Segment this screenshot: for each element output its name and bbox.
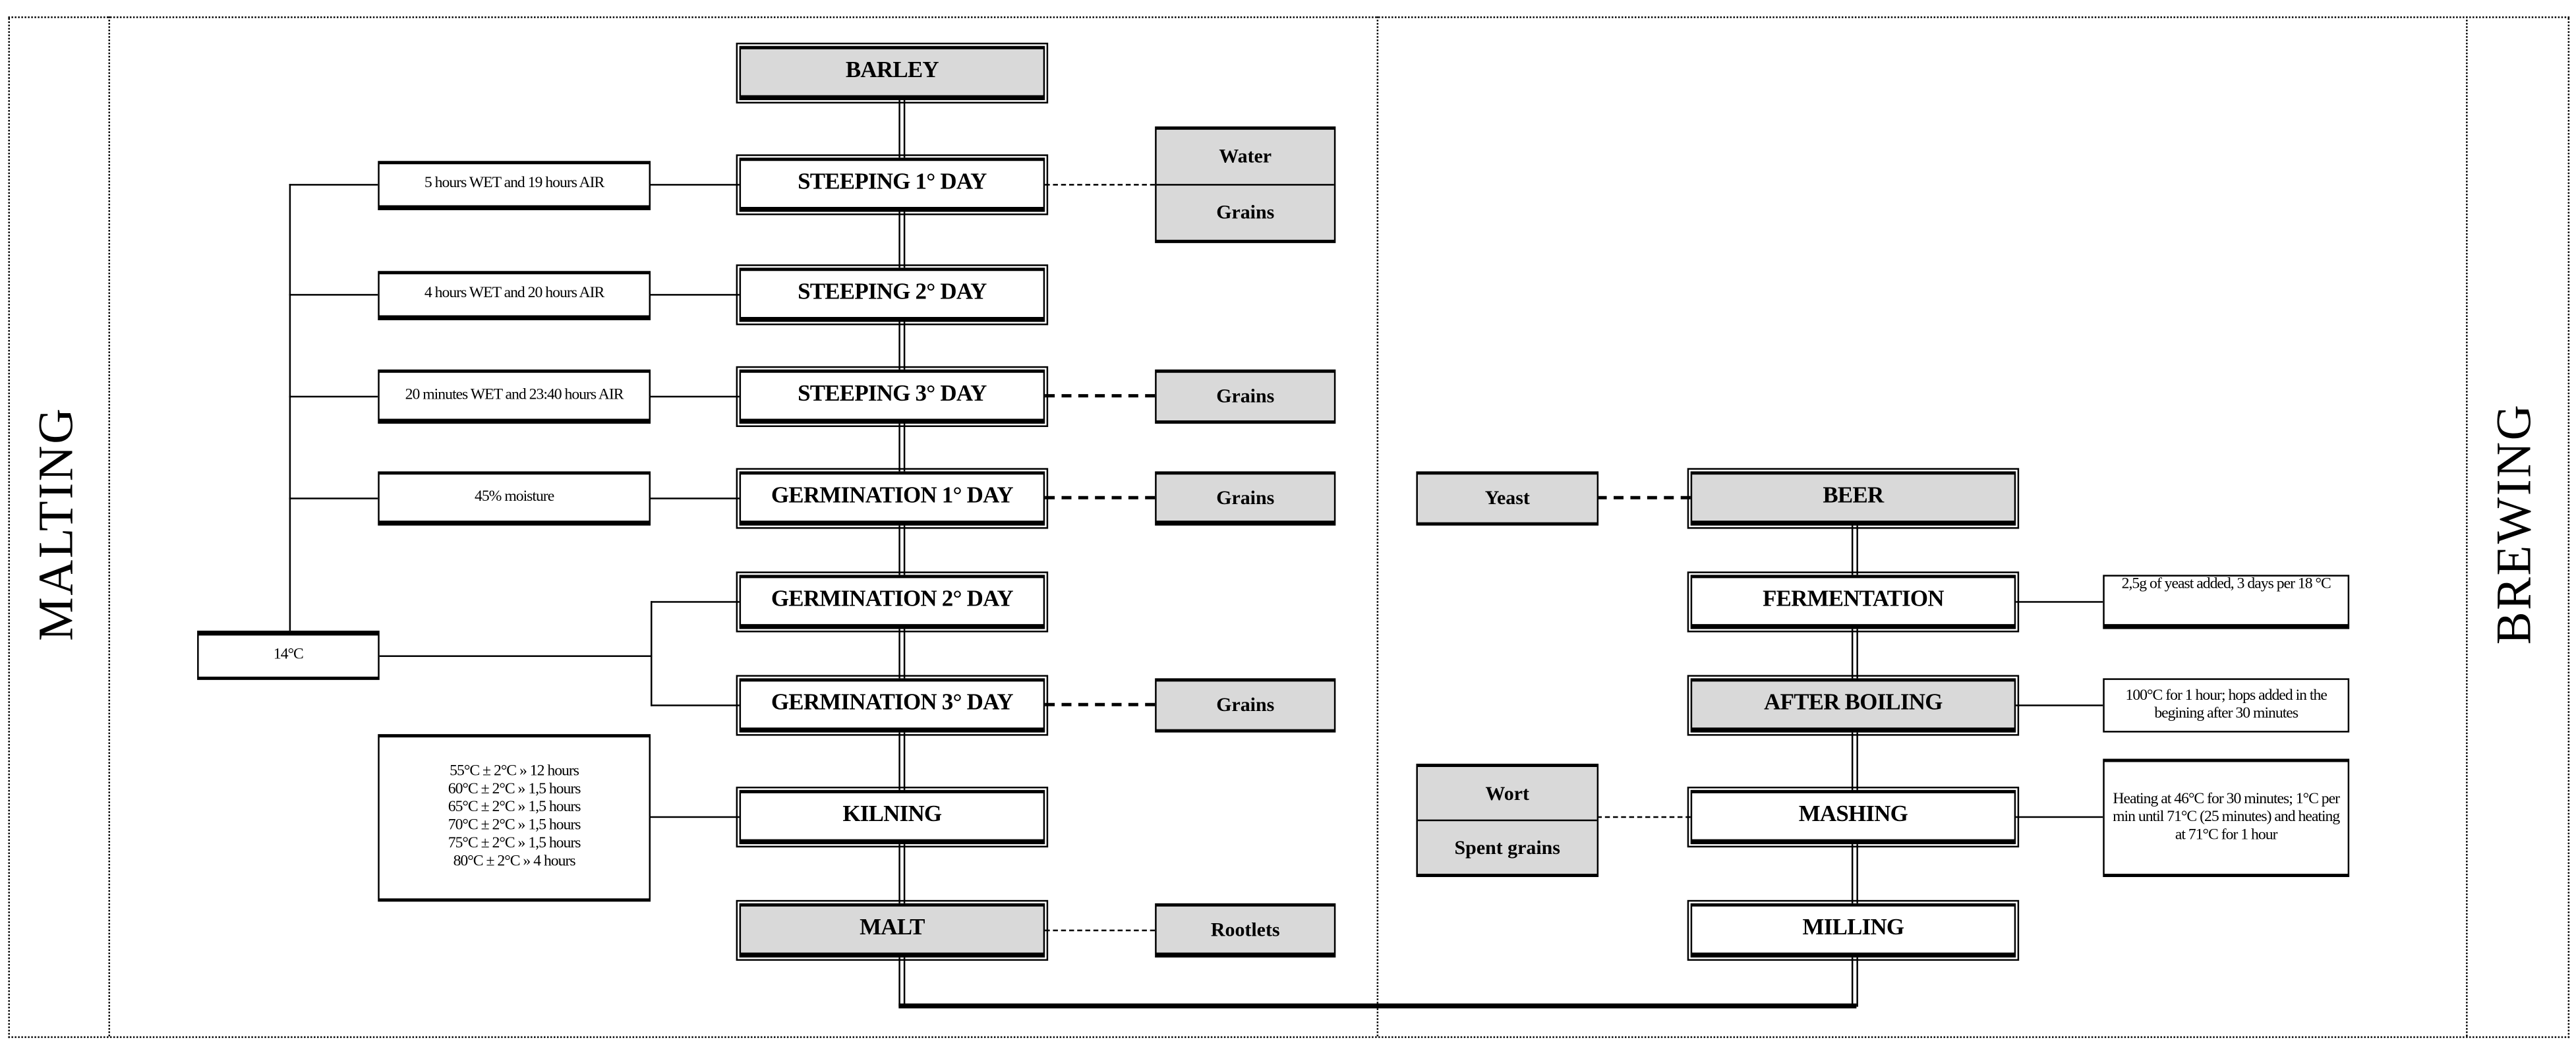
section-label-brewing: BREWING: [2487, 403, 2542, 645]
section-label-malting: MALTING: [29, 407, 84, 641]
connector: [2016, 601, 2103, 603]
condition-temperature: 14°C: [197, 631, 380, 680]
dashed-connector: [1045, 496, 1156, 499]
step-germination-day-1: GERMINATION 1° DAY: [736, 468, 1049, 529]
divider: [108, 16, 110, 1037]
step-germination-day-2: GERMINATION 2° DAY: [736, 571, 1049, 633]
kilning-stage: 55°C ± 2°C » 12 hours: [450, 763, 579, 780]
dashed-connector: [1045, 702, 1156, 706]
byproduct-water: Water: [1219, 144, 1272, 168]
connector: [289, 497, 378, 499]
byproduct-grains: Grains: [1155, 369, 1336, 424]
step-beer: BEER: [1687, 468, 2020, 529]
condition-boiling: 100°C for 1 hour; hops added in the begi…: [2103, 678, 2350, 733]
connector: [1851, 524, 1858, 1007]
connector: [898, 1003, 1857, 1009]
connector: [650, 601, 740, 603]
byproducts-steeping-1: Water Grains: [1155, 126, 1336, 243]
connector: [649, 816, 740, 818]
outer-frame: [8, 16, 2570, 1038]
connector: [289, 184, 378, 186]
connector: [649, 395, 740, 398]
condition-steeping-2: 4 hours WET and 20 hours AIR: [378, 271, 651, 321]
kilning-stage: 70°C ± 2°C » 1,5 hours: [448, 818, 581, 835]
dashed-connector: [1045, 184, 1156, 186]
step-steeping-day-2: STEEPING 2° DAY: [736, 264, 1049, 326]
step-milling: MILLING: [1687, 899, 2020, 961]
byproduct-grains: Grains: [1155, 678, 1336, 733]
output-spent-grains: Spent grains: [1417, 819, 1597, 874]
connector: [378, 655, 653, 657]
connector: [2016, 704, 2103, 706]
byproduct-rootlets: Rootlets: [1155, 903, 1336, 958]
condition-mashing: Heating at 46°C for 30 minutes; 1°C per …: [2103, 758, 2350, 877]
step-malt: MALT: [736, 899, 1049, 961]
step-kilning: KILNING: [736, 786, 1049, 848]
kilning-stage: 75°C ± 2°C » 1,5 hours: [448, 836, 581, 853]
kilning-stage: 80°C ± 2°C » 4 hours: [453, 854, 576, 870]
connector: [289, 395, 378, 398]
divider: [1376, 16, 1379, 1037]
condition-germination-1: 45% moisture: [378, 471, 651, 526]
step-steeping-day-3: STEEPING 3° DAY: [736, 366, 1049, 428]
connector: [650, 704, 740, 706]
input-yeast: Yeast: [1416, 471, 1599, 526]
connector: [898, 98, 906, 1007]
byproduct-grains: Grains: [1155, 471, 1336, 526]
step-barley: BARLEY: [736, 42, 1049, 104]
divider: [2466, 16, 2468, 1037]
kilning-stage: 60°C ± 2°C » 1,5 hours: [448, 781, 581, 799]
output-wort: Wort: [1485, 781, 1529, 805]
step-fermentation: FERMENTATION: [1687, 571, 2020, 633]
condition-fermentation: 2,5g of yeast added, 3 days per 18 °C: [2103, 575, 2350, 629]
step-after-boiling: AFTER BOILING: [1687, 675, 2020, 736]
connector: [649, 497, 740, 499]
connector: [2016, 816, 2103, 818]
step-steeping-day-1: STEEPING 1° DAY: [736, 154, 1049, 215]
dashed-connector: [1045, 394, 1156, 398]
connector: [649, 184, 740, 186]
connector: [289, 294, 378, 296]
dashed-connector: [1045, 929, 1156, 932]
dashed-connector: [1596, 816, 1691, 818]
connector: [649, 294, 740, 296]
step-mashing: MASHING: [1687, 786, 2020, 848]
step-germination-day-3: GERMINATION 3° DAY: [736, 675, 1049, 736]
condition-steeping-3: 20 minutes WET and 23:40 hours AIR: [378, 369, 651, 424]
condition-steeping-1: 5 hours WET and 19 hours AIR: [378, 161, 651, 211]
byproduct-grains: Grains: [1156, 184, 1334, 240]
connector: [650, 601, 653, 706]
outputs-mashing: Wort Spent grains: [1416, 763, 1599, 877]
kilning-schedule: 55°C ± 2°C » 12 hours 60°C ± 2°C » 1,5 h…: [378, 734, 651, 902]
dashed-connector: [1596, 496, 1691, 499]
connector: [289, 184, 291, 635]
kilning-stage: 65°C ± 2°C » 1,5 hours: [448, 799, 581, 816]
